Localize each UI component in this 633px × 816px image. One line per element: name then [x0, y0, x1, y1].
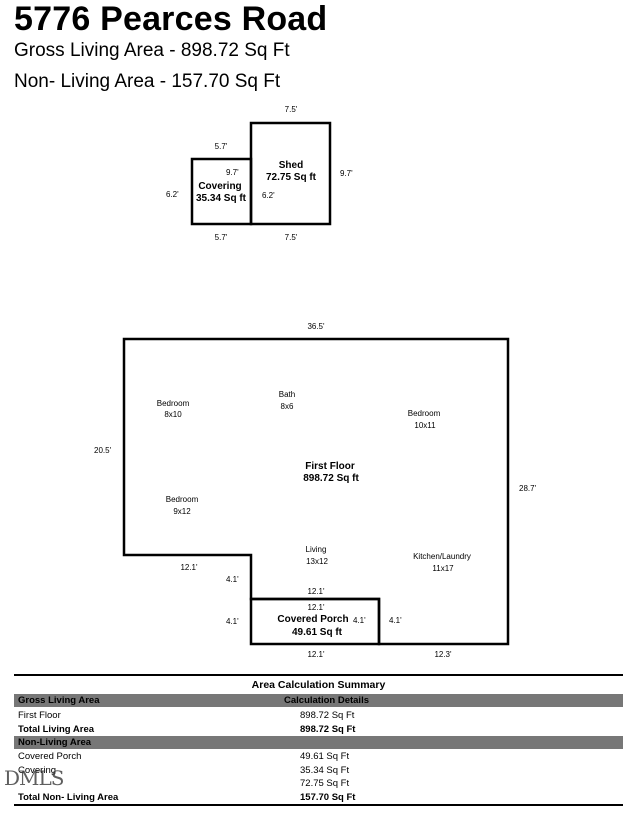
row-label: Total Living Area [18, 723, 95, 735]
shed-top-dim: 7.5' [285, 105, 298, 114]
table-row: Total Non- Living Area 157.70 Sq Ft [14, 791, 623, 805]
step-bottom-dim: 12.1' [180, 563, 198, 572]
shed-label: Shed [279, 160, 303, 171]
first-floor-area: 898.72 Sq ft [303, 473, 359, 484]
room-size: 11x17 [432, 564, 454, 573]
non-living-header: Non-Living Area [18, 737, 92, 748]
porch-bottom-dim: 12.1' [307, 650, 325, 659]
main-right-dim: 28.7' [519, 484, 537, 493]
table-row: Total Living Area 898.72 Sq Ft [14, 723, 623, 737]
table-row: Covered Porch 49.61 Sq Ft [14, 750, 623, 764]
table-row: First Floor 898.72 Sq Ft [14, 709, 623, 723]
gross-living-area-heading: Gross Living Area - 898.72 Sq Ft [14, 40, 290, 61]
floor-plan-drawing: 7.5' 7.5' 9.7' 9.7' 6.2' Shed 72.75 Sq f… [94, 105, 537, 659]
gross-living-header: Gross Living Area [18, 695, 100, 706]
area-calculation-summary: Area Calculation Summary Gross Living Ar… [14, 674, 623, 806]
porch-top-outer-dim: 12.1' [307, 587, 325, 596]
step-vertical-lower-dim: 4.1' [226, 617, 239, 626]
summary-bottom-rule [14, 804, 623, 806]
covering-top-dim: 5.7' [215, 142, 228, 151]
porch-top-inner-dim: 12.1' [307, 603, 325, 612]
page-title: 5776 Pearces Road [14, 0, 328, 38]
shed-bottom-dim: 7.5' [285, 233, 298, 242]
covering-outline [190, 157, 253, 226]
row-value: 898.72 Sq Ft [300, 710, 355, 721]
row-label: First Floor [18, 710, 61, 721]
covering-left-dim: 6.2' [166, 190, 179, 199]
room-name: Bedroom [408, 409, 441, 418]
row-label: Total Non- Living Area [18, 791, 119, 803]
first-floor-label: First Floor [305, 461, 355, 472]
room-size: 10x11 [414, 421, 436, 430]
row-value: 898.72 Sq Ft [300, 723, 356, 735]
room-size: 8x10 [164, 410, 182, 419]
row-label: Covered Porch [18, 751, 82, 762]
porch-right-outer-dim: 4.1' [389, 616, 402, 625]
covering-area: 35.34 Sq ft [196, 193, 247, 204]
room-size: 9x12 [173, 507, 191, 516]
shed-right-dim: 9.7' [340, 169, 353, 178]
shed-inner-dim: 6.2' [262, 191, 275, 200]
room-name: Bedroom [166, 495, 199, 504]
summary-title: Area Calculation Summary [14, 674, 623, 694]
main-top-dim: 36.5' [307, 322, 325, 331]
row-label: Covering [18, 764, 57, 776]
dmls-watermark: DMLS [4, 766, 64, 790]
main-left-dim: 20.5' [94, 446, 112, 455]
room-name: Bedroom [157, 399, 190, 408]
covering-bottom-dim: 5.7' [215, 233, 228, 242]
covering-label: Covering [198, 181, 241, 192]
table-row: Covering 35.34 Sq Ft [14, 764, 623, 778]
covered-porch-label: Covered Porch [277, 614, 348, 625]
room-size: 8x6 [281, 402, 294, 411]
shed-area: 72.75 Sq ft [266, 172, 317, 183]
calculation-details-header: Calculation Details [284, 695, 369, 706]
room-name: Living [306, 545, 327, 554]
step-vertical-upper-dim: 4.1' [226, 575, 239, 584]
table-row: 72.75 Sq Ft [14, 777, 623, 791]
gross-living-band: Gross Living Area Calculation Details [14, 694, 623, 707]
room-name: Bath [279, 390, 295, 399]
covered-porch-outline [249, 597, 381, 646]
row-value: 157.70 Sq Ft [300, 791, 356, 803]
room-name: Kitchen/Laundry [413, 552, 471, 561]
room-size: 13x12 [306, 557, 328, 566]
covered-porch-area: 49.61 Sq ft [292, 627, 343, 638]
row-value: 35.34 Sq Ft [300, 764, 350, 776]
shed-left-dim: 9.7' [226, 168, 239, 177]
porch-right-inner-dim: 4.1' [353, 616, 366, 625]
row-value: 72.75 Sq Ft [300, 778, 350, 789]
row-value: 49.61 Sq Ft [300, 751, 350, 762]
non-living-band: Non-Living Area [14, 736, 623, 749]
main-bottom-right-dim: 12.3' [434, 650, 452, 659]
non-living-area-heading: Non- Living Area - 157.70 Sq Ft [14, 71, 281, 92]
